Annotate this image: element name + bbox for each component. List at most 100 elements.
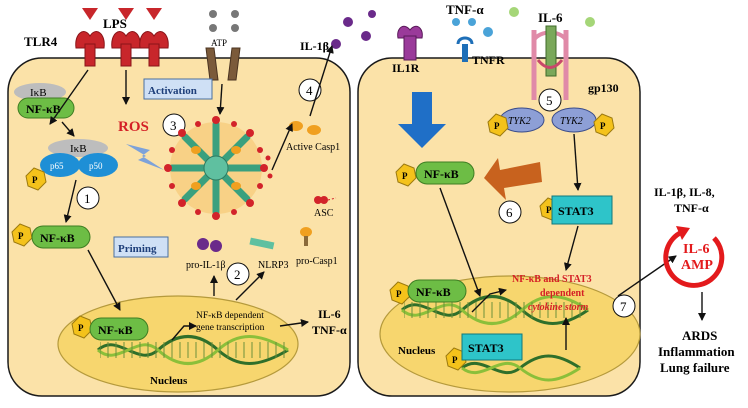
ros-label: ROS (118, 119, 149, 135)
ikb-top (14, 83, 66, 101)
nfkb-top (17, 97, 75, 119)
nfkb-top-label: NF-κB (26, 102, 61, 116)
cytokines-line2: TNF-α (674, 201, 709, 215)
tnfa-right-label: TNF-α (446, 2, 484, 17)
tnfr-receptor (452, 18, 493, 62)
lps-receptor (111, 8, 169, 67)
stat3-box (551, 195, 613, 225)
p-badge-1-label: P (32, 175, 38, 185)
tyk2-right-label: TYK2 (560, 116, 583, 127)
ros-lightning-icon (126, 144, 164, 170)
step5-num: 5 (546, 93, 553, 108)
p-badge-stat3-label: P (546, 205, 552, 215)
priming-label: Priming (118, 243, 157, 255)
il1b-out-label: IL-1β (300, 39, 329, 53)
step4-num: 4 (306, 83, 313, 98)
active-casp1-label: Active Casp1 (286, 142, 340, 153)
storm-line3: cytokine storm (528, 302, 588, 313)
p65-subunit (40, 153, 80, 177)
cytokines-line1: IL-1β, IL-8, (654, 185, 715, 199)
p-badge-right-nfkb-label: P (402, 171, 408, 181)
tnfa-out-left: TNF-α (312, 323, 347, 337)
ikb-mid (48, 139, 108, 157)
p50-label: p50 (89, 161, 103, 171)
p-badge-2-label: P (18, 231, 24, 241)
nucleus-nfkb-right-label: NF-κB (416, 285, 451, 299)
p-badge-nucleus-stat3 (445, 347, 467, 371)
active-casp1-icon-b (307, 125, 321, 135)
nlrp3-inflammasome-icon (164, 116, 273, 220)
asc-icon (314, 196, 337, 204)
step6-num: 6 (506, 205, 513, 220)
nlrp3-label: NLRP3 (258, 260, 289, 271)
il1r-label: IL1R (392, 61, 420, 75)
tlr4-label: TLR4 (24, 34, 58, 49)
nucleus-stat3-label: STAT3 (468, 341, 504, 355)
orange-feedback-arrow-icon (484, 158, 542, 200)
p-badge-nucleus-nfkb-label: P (396, 289, 402, 299)
ikb-mid-label: IκB (70, 143, 87, 155)
right-dna (400, 295, 589, 382)
outcome-line2: Inflammation (658, 344, 735, 359)
step6-badge (498, 200, 522, 224)
step7-badge (612, 294, 636, 318)
il6-amp-cycle-icon (663, 226, 725, 288)
step3-num: 3 (170, 118, 177, 133)
priming-box (113, 236, 169, 258)
p-badge-tyk2-left-label: P (494, 121, 500, 131)
left-dna (96, 335, 289, 365)
il1b-molecules-icon (331, 10, 376, 49)
tyk2-left-label: TYK2 (508, 116, 531, 127)
activation-label: Activation (148, 85, 197, 97)
atp-channel (205, 10, 241, 81)
ikb-top-label: IκB (30, 87, 47, 99)
pro-casp1-label: pro-Casp1 (296, 256, 338, 267)
transcription-line2: gene transcription (196, 323, 265, 333)
p50-subunit (78, 153, 118, 177)
storm-line2: dependent (540, 288, 585, 299)
p-badge-1 (25, 167, 47, 191)
stat3-label: STAT3 (558, 204, 594, 218)
right-nfkb (415, 161, 475, 185)
step7-num: 7 (620, 299, 627, 314)
nfkb-mid (31, 225, 91, 249)
step4-badge (298, 78, 322, 102)
activation-box (143, 78, 213, 100)
lps-label: LPS (103, 16, 127, 31)
pro-casp1-icon (300, 227, 312, 246)
right-arrows (439, 133, 677, 350)
step2-badge (226, 262, 250, 286)
p-badge-3-label: P (78, 323, 84, 333)
nucleus-nfkb-left-label: NF-κB (98, 323, 133, 337)
storm-line1: NF-κB and STAT3 (512, 274, 592, 285)
p-badge-right-nfkb (395, 163, 417, 187)
outcome-line1: ARDS (682, 328, 717, 343)
p-badge-tyk2-left (487, 113, 509, 137)
tnfr-label: TNFR (472, 53, 505, 67)
pro-il1b-label: pro-IL-1β (186, 260, 226, 271)
outcome-line3: Lung failure (660, 360, 730, 375)
step1-num: 1 (84, 191, 91, 206)
il6-right-label: IL-6 (538, 10, 563, 25)
nucleus-stat3-box (461, 333, 523, 361)
nucleus-nfkb-left (89, 317, 149, 341)
amp-line1: IL-6 (683, 242, 709, 257)
right-nfkb-label: NF-κB (424, 167, 459, 181)
gp130-receptor (509, 7, 595, 100)
left-nucleus-label: Nucleus (150, 375, 188, 387)
nlrp3-icon (249, 237, 275, 250)
p65-label: p65 (50, 161, 64, 171)
transcription-line1: NF-κB dependent (196, 311, 264, 321)
p-badge-nucleus-stat3-label: P (452, 355, 458, 365)
gp130-label: gp130 (588, 81, 619, 95)
right-nucleus-label: Nucleus (398, 345, 436, 357)
tlr4-receptor (75, 8, 105, 67)
il1r-receptor (397, 25, 423, 61)
pro-il1b-icon (197, 238, 222, 252)
nfkb-mid-label: NF-κB (40, 231, 75, 245)
nucleus-nfkb-right (407, 279, 467, 303)
p-badge-tyk2-right (593, 113, 615, 137)
left-arrows (49, 45, 334, 341)
